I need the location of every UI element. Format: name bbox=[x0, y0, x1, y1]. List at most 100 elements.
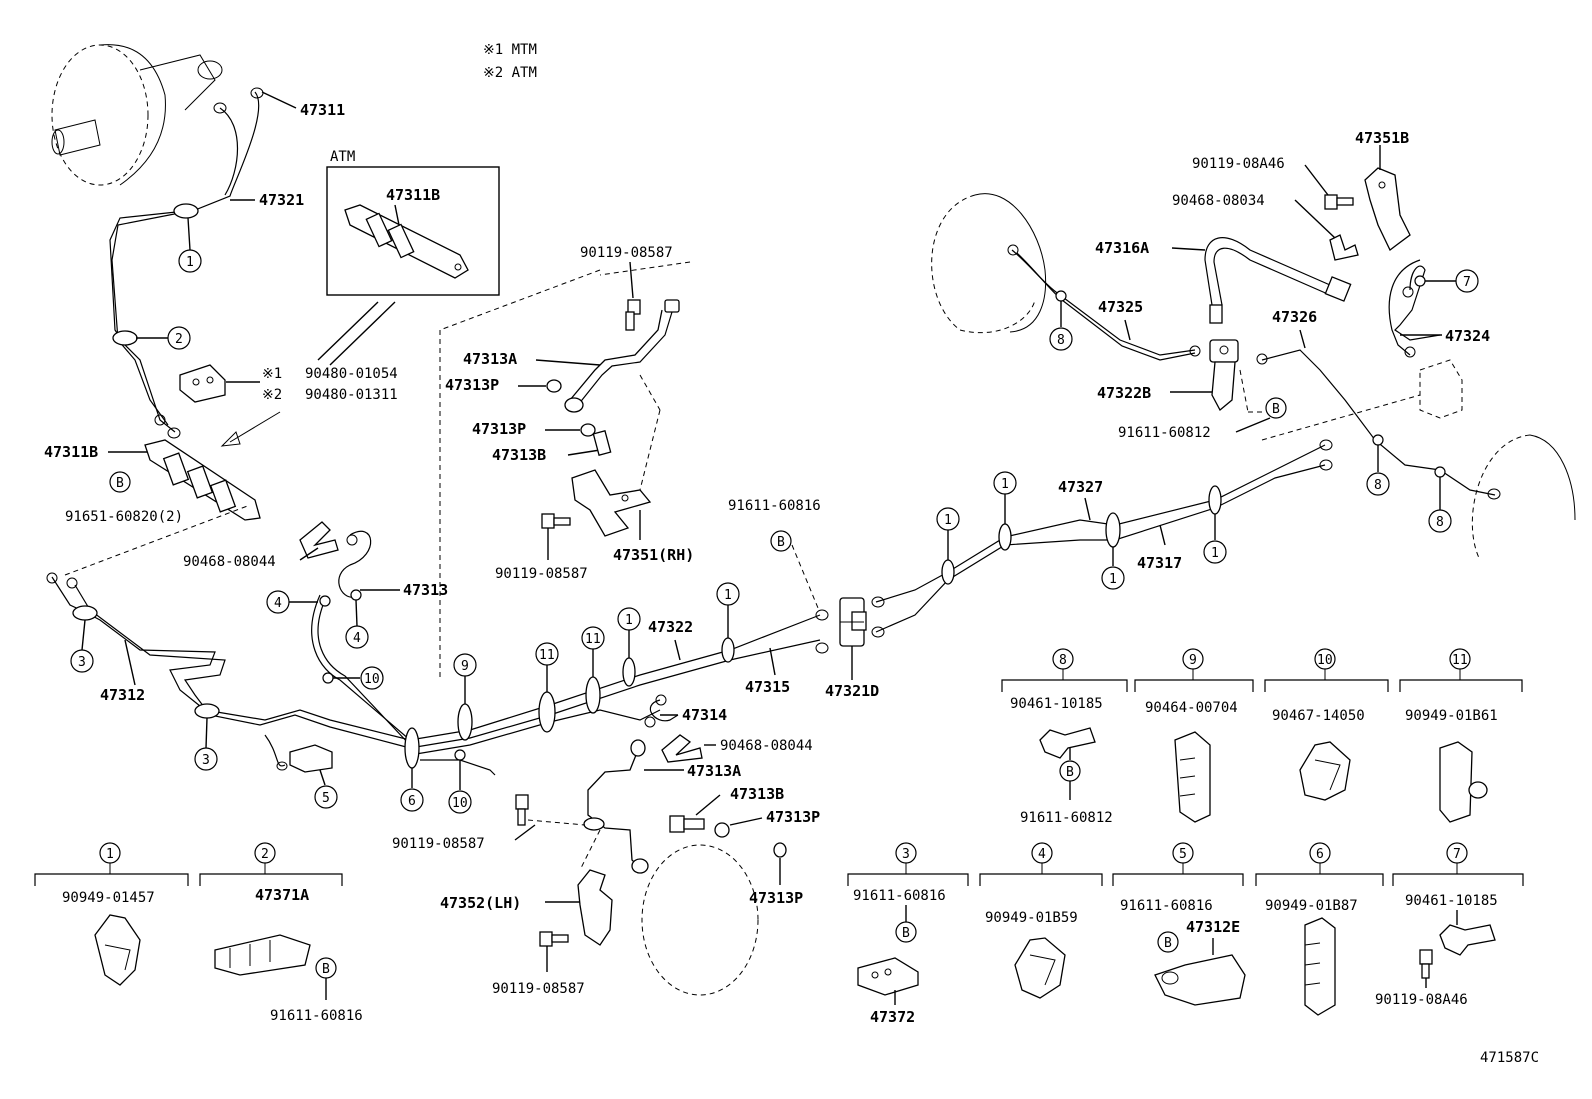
clip-ref-1-part: 90949-01457 bbox=[62, 890, 155, 906]
part-label-47313b-lower: 47313B bbox=[730, 785, 784, 803]
bolt-90119-c bbox=[515, 794, 529, 826]
clip-ref-5-part: 91611-60816 bbox=[1120, 898, 1213, 914]
clip-ref-11: 11 90949-01B61 bbox=[1399, 648, 1523, 823]
clip-ref-10: 10 90467-14050 bbox=[1264, 648, 1389, 801]
svg-text:B: B bbox=[777, 535, 785, 550]
part-label-90119-08587-a: 90119-08587 bbox=[580, 245, 673, 261]
svg-text:4: 4 bbox=[1038, 847, 1046, 862]
clip-ref-8-sub: 91611-60812 bbox=[1020, 810, 1113, 826]
bracket-47351b bbox=[1364, 167, 1411, 251]
flex-hose-47316a bbox=[1204, 237, 1352, 324]
svg-text:2: 2 bbox=[261, 847, 269, 862]
note-star-1: ※1 bbox=[262, 366, 282, 382]
bolt-90119-d bbox=[539, 931, 569, 947]
clip-90468-08034 bbox=[1329, 234, 1359, 261]
clip-ref-7-part: 90461-10185 bbox=[1405, 893, 1498, 909]
clip-ref-7-sub: 90119-08A46 bbox=[1375, 992, 1468, 1008]
part-label-47313p-lower: 47313P bbox=[766, 808, 820, 826]
clip-ref-2: 2 47371A B 91611-60816 bbox=[199, 842, 363, 1024]
clip-90468-left bbox=[299, 521, 339, 559]
part-label-47313p-upper-1: 47313P bbox=[445, 376, 499, 394]
note-part-90480-01054: 90480-01054 bbox=[305, 366, 398, 382]
svg-text:3: 3 bbox=[902, 847, 910, 862]
part-label-47322: 47322 bbox=[648, 618, 693, 636]
part-label-47311: 47311 bbox=[300, 101, 345, 119]
clip-ref-2-sub: 91611-60816 bbox=[270, 1008, 363, 1024]
part-label-47311b-left: 47311B bbox=[44, 443, 98, 461]
svg-text:8: 8 bbox=[1059, 653, 1067, 668]
clip-ref-5: 5 91611-60816 B 47312E bbox=[1112, 842, 1246, 1006]
svg-text:B: B bbox=[1272, 402, 1280, 417]
clip-47311b bbox=[144, 439, 261, 521]
part-label-47324: 47324 bbox=[1445, 327, 1490, 345]
svg-text:4: 4 bbox=[274, 596, 282, 611]
part-label-47314: 47314 bbox=[682, 706, 727, 724]
svg-text:B: B bbox=[902, 926, 910, 941]
part-label-90119-08587-d: 90119-08587 bbox=[492, 981, 585, 997]
part-label-47317: 47317 bbox=[1137, 554, 1182, 572]
part-label-47322b: 47322B bbox=[1097, 384, 1151, 402]
bolt-47313b-lower bbox=[669, 815, 705, 833]
bolt-90119-e bbox=[1324, 194, 1354, 210]
bracket-47352-lh bbox=[577, 869, 613, 946]
svg-text:6: 6 bbox=[408, 794, 416, 809]
part-label-90119-08587-c: 90119-08587 bbox=[392, 836, 485, 852]
svg-text:B: B bbox=[1164, 936, 1172, 951]
svg-text:B: B bbox=[116, 476, 124, 491]
svg-text:8: 8 bbox=[1436, 515, 1444, 530]
bracket-47351-rh bbox=[571, 469, 652, 537]
svg-text:7: 7 bbox=[1463, 275, 1471, 290]
atm-box-part: 47311B bbox=[386, 186, 440, 204]
part-label-47351-rh: 47351(RH) bbox=[613, 546, 694, 564]
clip-ref-11-part: 90949-01B61 bbox=[1405, 708, 1498, 724]
svg-text:3: 3 bbox=[78, 655, 86, 670]
part-label-91651-60820: 91651-60820(2) bbox=[65, 509, 183, 525]
clip-ref-6: 6 90949-01B87 bbox=[1255, 842, 1384, 1016]
part-label-90119-08a46-top: 90119-08A46 bbox=[1192, 156, 1285, 172]
svg-text:11: 11 bbox=[1452, 653, 1468, 668]
part-label-47325: 47325 bbox=[1098, 298, 1143, 316]
part-label-91611-60812-top: 91611-60812 bbox=[1118, 425, 1211, 441]
svg-text:9: 9 bbox=[1189, 653, 1197, 668]
svg-text:1: 1 bbox=[724, 588, 732, 603]
part-label-47321: 47321 bbox=[259, 191, 304, 209]
part-label-47313: 47313 bbox=[403, 581, 448, 599]
svg-text:B: B bbox=[1066, 765, 1074, 780]
part-label-90468-08034: 90468-08034 bbox=[1172, 193, 1265, 209]
clip-ref-9-part: 90464-00704 bbox=[1145, 700, 1238, 716]
svg-text:5: 5 bbox=[322, 791, 330, 806]
clip-ref-2-part: 47371A bbox=[255, 886, 309, 904]
note-part-90480-01311: 90480-01311 bbox=[305, 387, 398, 403]
pipe-47313a-upper bbox=[564, 299, 680, 413]
legend-line-1: ※1 MTM bbox=[483, 42, 537, 58]
svg-text:10: 10 bbox=[1317, 653, 1333, 668]
note-star-2: ※2 bbox=[262, 387, 282, 403]
svg-text:1: 1 bbox=[944, 513, 952, 528]
svg-text:10: 10 bbox=[364, 672, 380, 687]
part-label-47313a-upper: 47313A bbox=[463, 350, 517, 368]
atm-inset-box: ATM 47311B bbox=[326, 149, 500, 296]
clip-5-illustration bbox=[289, 744, 333, 773]
part-label-90468-08044-a: 90468-08044 bbox=[183, 554, 276, 570]
clip-ref-10-part: 90467-14050 bbox=[1272, 708, 1365, 724]
part-label-47313b-upper: 47313B bbox=[492, 446, 546, 464]
part-label-47316a: 47316A bbox=[1095, 239, 1149, 257]
part-label-47321d: 47321D bbox=[825, 682, 879, 700]
svg-text:4: 4 bbox=[353, 631, 361, 646]
svg-text:6: 6 bbox=[1316, 847, 1324, 862]
atm-box-title: ATM bbox=[330, 149, 355, 165]
svg-text:5: 5 bbox=[1179, 847, 1187, 862]
clip-ref-4-part: 90949-01B59 bbox=[985, 910, 1078, 926]
wheel-cylinder-right bbox=[1419, 359, 1463, 419]
part-label-47313a-lower: 47313A bbox=[687, 762, 741, 780]
part-label-47315: 47315 bbox=[745, 678, 790, 696]
clip-ref-6-part: 90949-01B87 bbox=[1265, 898, 1358, 914]
part-label-90119-08587-b: 90119-08587 bbox=[495, 566, 588, 582]
svg-text:10: 10 bbox=[452, 796, 468, 811]
bolt-90119-b bbox=[541, 513, 571, 529]
part-label-47313p-bottom: 47313P bbox=[749, 889, 803, 907]
svg-text:1: 1 bbox=[625, 613, 633, 628]
svg-text:8: 8 bbox=[1374, 478, 1382, 493]
part-label-47313p-upper-2: 47313P bbox=[472, 420, 526, 438]
legend-line-2: ※2 ATM bbox=[483, 65, 537, 81]
